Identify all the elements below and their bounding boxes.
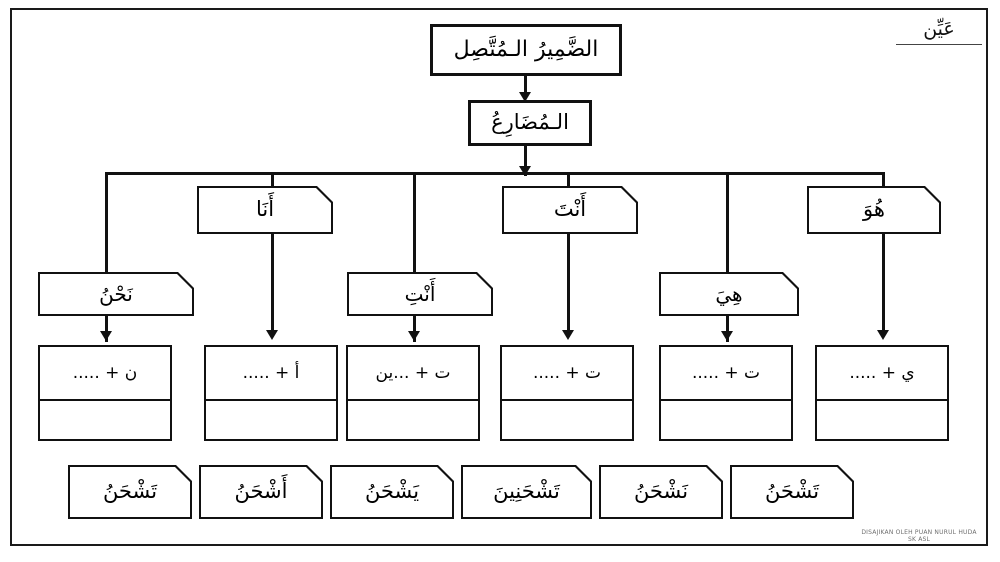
bus-drop-ana: [271, 172, 274, 186]
formula-box-nahnu-label: ن + .....: [40, 347, 170, 401]
arrow-huwa-formula: [877, 330, 889, 340]
bus-drop-huwa: [882, 172, 885, 186]
formula-box-nahnu[interactable]: ن + .....: [38, 345, 172, 441]
node-pronoun-nahnu[interactable]: نَحْنُ: [38, 272, 194, 316]
arrow-ana-formula: [266, 330, 278, 340]
box-fill: [201, 467, 321, 517]
box-fill: [809, 188, 939, 232]
answer-box-6-label: تَشْحَنُ: [764, 479, 820, 504]
formula-box-hiya[interactable]: ت + .....: [659, 345, 793, 441]
connector-anta-formula: [567, 234, 570, 336]
formula-box-anti-label: ت + ...ين: [348, 347, 478, 401]
node-pronoun-anta[interactable]: أَنْتَ: [502, 186, 638, 234]
formula-box-huwa-answer-slot[interactable]: [817, 401, 947, 439]
connector-anti-formula: [413, 316, 416, 342]
connector-hiya-formula: [726, 316, 729, 342]
node-pronoun-hiya-label: هِيَ: [715, 282, 743, 306]
formula-box-anta-label: ت + .....: [502, 347, 632, 401]
formula-box-anta[interactable]: ت + .....: [500, 345, 634, 441]
node-pronoun-ana[interactable]: أَنَا: [197, 186, 333, 234]
node-subtitle[interactable]: الـمُضَارِعُ: [468, 100, 592, 146]
box-fill: [504, 188, 636, 232]
answer-box-5-label: نَشْحَنُ: [633, 479, 689, 504]
connector-nahnu-formula: [105, 316, 108, 342]
answer-box-2[interactable]: أَشْحَنُ: [199, 465, 323, 519]
formula-box-huwa-label: ي + .....: [817, 347, 947, 401]
bus-drop-hiya: [726, 172, 729, 272]
answer-box-3[interactable]: يَشْحَنُ: [330, 465, 454, 519]
bus-drop-anta: [567, 172, 570, 186]
bus-horizontal: [105, 172, 885, 175]
arrow-nahnu-formula: [100, 331, 112, 341]
answer-box-3-label: يَشْحَنُ: [364, 479, 420, 504]
answer-box-1[interactable]: تَشْحَنُ: [68, 465, 192, 519]
arrow-anti-formula: [408, 331, 420, 341]
node-pronoun-huwa[interactable]: هُوَ: [807, 186, 941, 234]
formula-box-ana-answer-slot[interactable]: [206, 401, 336, 439]
node-title-label: الضَّمِيرُ الـمُتَّصِل: [453, 36, 599, 62]
formula-box-anti-answer-slot[interactable]: [348, 401, 478, 439]
answer-box-4-label: تَشْحَنِينَ: [493, 479, 560, 504]
node-pronoun-hiya[interactable]: هِيَ: [659, 272, 799, 316]
formula-box-hiya-answer-slot[interactable]: [661, 401, 791, 439]
watermark: DISAJIKAN OLEH PUAN NURUL HUDA SK ASL: [860, 529, 978, 544]
box-fill: [40, 274, 192, 314]
box-fill: [332, 467, 452, 517]
box-fill: [732, 467, 852, 517]
watermark-line-2: SK ASL: [907, 536, 931, 544]
answer-box-4[interactable]: تَشْحَنِينَ: [461, 465, 592, 519]
node-subtitle-label: الـمُضَارِعُ: [491, 110, 569, 135]
formula-box-ana-label: أ + .....: [206, 347, 336, 401]
node-pronoun-ana-label: أَنَا: [255, 197, 275, 222]
formula-box-ana[interactable]: أ + .....: [204, 345, 338, 441]
corner-note: عَيِّن: [896, 18, 982, 45]
connector-title-subtitle: [524, 76, 527, 98]
connector-ana-formula: [271, 234, 274, 336]
box-fill: [199, 188, 331, 232]
arrow-anta-formula: [562, 330, 574, 340]
arrow-title-subtitle: [519, 92, 531, 102]
formula-box-hiya-label: ت + .....: [661, 347, 791, 401]
answer-box-6[interactable]: تَشْحَنُ: [730, 465, 854, 519]
formula-box-anta-answer-slot[interactable]: [502, 401, 632, 439]
page-border: [10, 8, 988, 546]
connector-huwa-formula: [882, 234, 885, 336]
node-pronoun-anta-label: أَنْتَ: [553, 197, 587, 222]
node-pronoun-anti-label: أَنْتِ: [404, 282, 436, 306]
arrow-subtitle-bus: [519, 166, 531, 176]
connector-subtitle-bus: [524, 146, 527, 176]
bus-drop-anti: [413, 172, 416, 272]
node-pronoun-anti[interactable]: أَنْتِ: [347, 272, 493, 316]
arrow-hiya-formula: [721, 331, 733, 341]
formula-box-huwa[interactable]: ي + .....: [815, 345, 949, 441]
answer-box-1-label: تَشْحَنُ: [102, 479, 158, 504]
node-pronoun-huwa-label: هُوَ: [863, 197, 885, 222]
node-title[interactable]: الضَّمِيرُ الـمُتَّصِل: [430, 24, 622, 76]
answer-box-2-label: أَشْحَنُ: [234, 479, 288, 504]
answer-box-5[interactable]: نَشْحَنُ: [599, 465, 723, 519]
node-pronoun-nahnu-label: نَحْنُ: [99, 282, 133, 306]
bus-drop-nahnu: [105, 172, 108, 272]
box-fill: [70, 467, 190, 517]
formula-box-nahnu-answer-slot[interactable]: [40, 401, 170, 439]
box-fill: [601, 467, 721, 517]
box-fill: [661, 274, 797, 314]
formula-box-anti[interactable]: ت + ...ين: [346, 345, 480, 441]
watermark-line-1: DISAJIKAN OLEH PUAN NURUL HUDA: [861, 529, 977, 537]
box-fill: [463, 467, 590, 517]
box-fill: [349, 274, 491, 314]
